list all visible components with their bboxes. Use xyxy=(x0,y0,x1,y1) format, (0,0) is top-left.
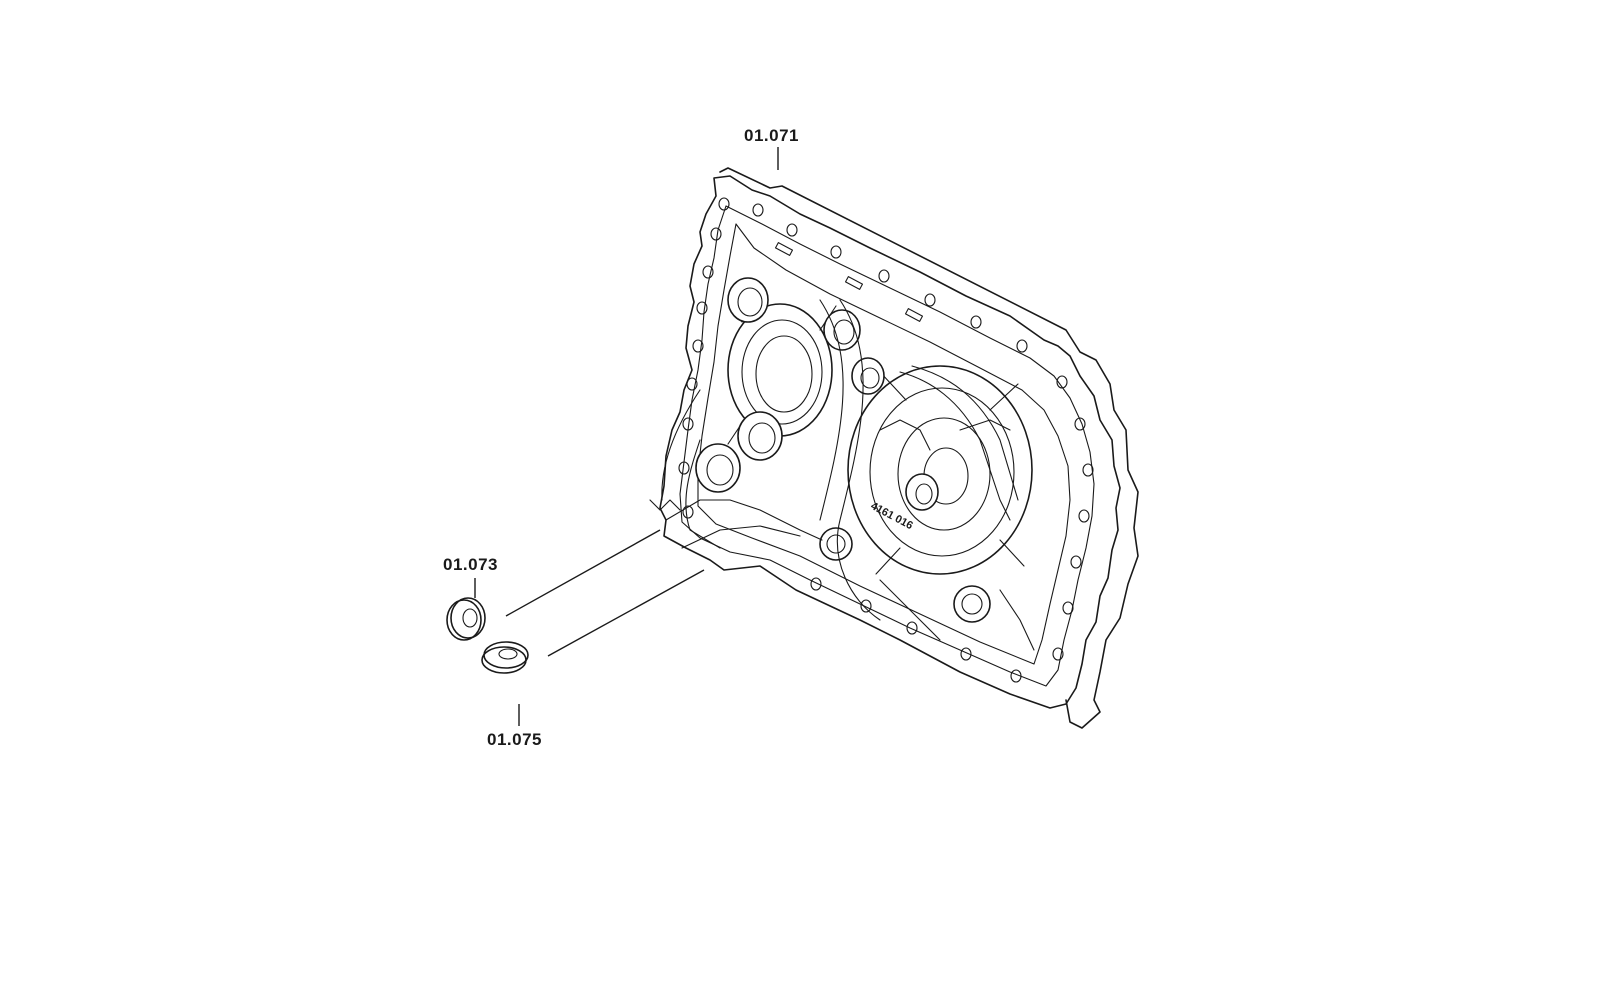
assembly-line-lower xyxy=(547,569,705,657)
washer-01-073[interactable] xyxy=(446,597,486,641)
right-bearing-bore xyxy=(847,365,1033,575)
housing-cover-casting[interactable]: 4161 016 xyxy=(649,167,1139,729)
assembly-line-upper xyxy=(505,529,661,617)
callout-label-housing[interactable]: 01.071 xyxy=(744,126,799,145)
casting-part-number: 4161 016 xyxy=(869,500,915,532)
leader-lines xyxy=(474,147,779,726)
callout-label-washer-lower[interactable]: 01.075 xyxy=(487,730,542,749)
flange-bolt-holes xyxy=(678,197,1094,683)
callout-label-washer-upper[interactable]: 01.073 xyxy=(443,555,498,574)
casting-bosses xyxy=(695,277,991,623)
casting-ribs xyxy=(649,299,1035,651)
washer-01-075[interactable] xyxy=(481,641,529,674)
